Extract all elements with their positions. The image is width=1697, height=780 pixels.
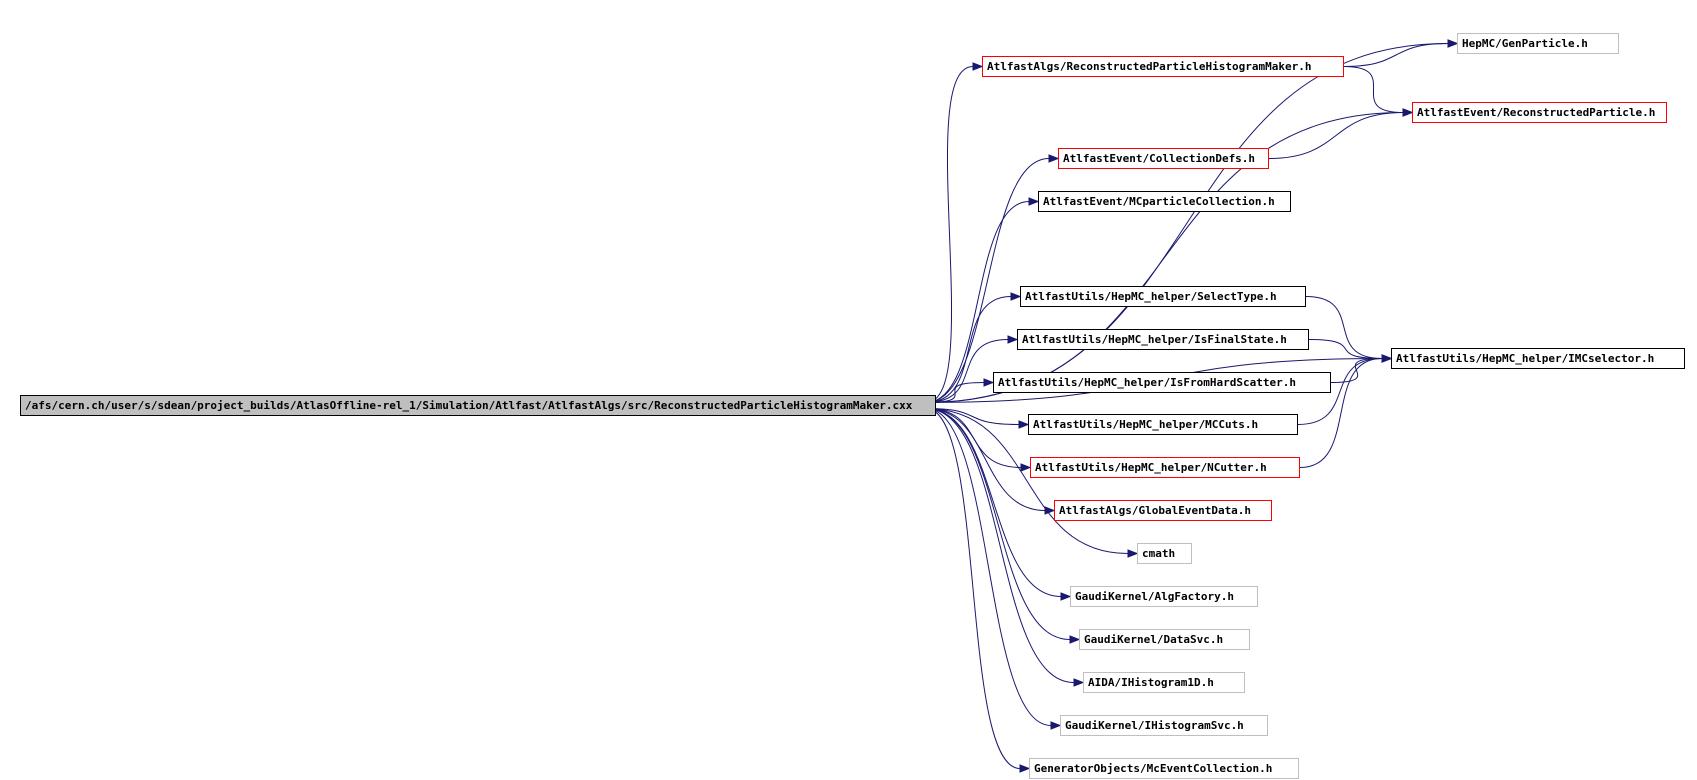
arrowhead-root-to-seltype	[1010, 292, 1022, 301]
arrowhead-root-to-cmath	[1127, 549, 1139, 558]
arrowhead-root-to-ihistsvc	[1050, 721, 1062, 730]
edge-ishard-to-imcsel	[1330, 358, 1383, 383]
arrowhead-colldefs-to-recpart	[1402, 108, 1414, 117]
arrowhead-root-to-isfinal	[1007, 335, 1019, 344]
node-is-final-state[interactable]: AtlfastUtils/HepMC_helper/IsFinalState.h	[1017, 329, 1309, 350]
edge-seltype-to-imcsel	[1305, 296, 1383, 359]
node-reconstructed-particle[interactable]: AtlfastEvent/ReconstructedParticle.h	[1412, 102, 1667, 123]
root-file-node[interactable]: /afs/cern.ch/user/s/sdean/project_builds…	[20, 395, 936, 416]
arrowhead-root-to-mcpcoll	[1028, 197, 1040, 206]
edge-mccuts-to-imcsel	[1297, 358, 1383, 425]
node-is-from-hard-scatter[interactable]: AtlfastUtils/HepMC_helper/IsFromHardScat…	[993, 372, 1331, 393]
node-select-type[interactable]: AtlfastUtils/HepMC_helper/SelectType.h	[1020, 286, 1306, 307]
node-ncutter[interactable]: AtlfastUtils/HepMC_helper/NCutter.h	[1030, 457, 1300, 478]
arrowhead-root-to-globalevt	[1044, 506, 1056, 515]
node-collection-defs[interactable]: AtlfastEvent/CollectionDefs.h	[1058, 148, 1269, 169]
node-cmath[interactable]: cmath	[1137, 543, 1192, 564]
edge-root-to-colldefs	[925, 158, 1050, 403]
node-ihistogram-svc[interactable]: GaudiKernel/IHistogramSvc.h	[1060, 715, 1268, 736]
arrowhead-rphm-to-genparticle	[1447, 39, 1459, 48]
edge-root-to-isfinal	[925, 339, 1009, 403]
arrowhead-root-to-mccuts	[1018, 420, 1030, 429]
edge-root-to-cmath	[925, 408, 1129, 554]
node-imcselector[interactable]: AtlfastUtils/HepMC_helper/IMCselector.h	[1391, 348, 1685, 369]
arrowhead-root-to-mcevtcoll	[1019, 764, 1031, 773]
arrowhead-root-to-datasvc	[1069, 635, 1081, 644]
edge-root-to-mccuts	[925, 408, 1020, 425]
edge-colldefs-to-recpart	[1268, 112, 1404, 159]
node-ihistogram1d[interactable]: AIDA/IHistogram1D.h	[1083, 672, 1245, 693]
node-data-svc[interactable]: GaudiKernel/DataSvc.h	[1079, 629, 1250, 650]
arrowhead-root-to-rphm	[972, 62, 984, 71]
edge-root-to-ihistsvc	[925, 408, 1052, 726]
arrowhead-ncutter-to-imcsel	[1381, 354, 1393, 363]
arrowhead-root-to-ishard	[983, 378, 995, 387]
node-mcevent-collection[interactable]: GeneratorObjects/McEventCollection.h	[1029, 758, 1299, 779]
edge-root-to-ishard	[925, 382, 985, 403]
arrowhead-root-to-ihist1d	[1073, 678, 1085, 687]
edge-rphm-to-genparticle	[1343, 43, 1449, 67]
node-mcparticle-collection[interactable]: AtlfastEvent/MCparticleCollection.h	[1038, 191, 1291, 212]
edge-ncutter-to-imcsel	[1299, 358, 1383, 468]
edge-root-to-seltype	[925, 296, 1012, 403]
node-hepmc-genparticle[interactable]: HepMC/GenParticle.h	[1457, 33, 1619, 54]
edge-root-to-globalevt	[925, 408, 1046, 511]
edge-root-to-mcevtcoll	[925, 408, 1021, 769]
arrowhead-root-to-colldefs	[1048, 154, 1060, 163]
node-alg-factory[interactable]: GaudiKernel/AlgFactory.h	[1070, 586, 1258, 607]
arrowhead-root-to-algfactory	[1060, 592, 1072, 601]
node-reconstructed-particle-histogram-maker-h[interactable]: AtlfastAlgs/ReconstructedParticleHistogr…	[982, 56, 1344, 77]
arrowhead-root-to-ncutter	[1020, 463, 1032, 472]
edge-root-to-mcpcoll	[925, 201, 1030, 403]
node-global-event-data[interactable]: AtlfastAlgs/GlobalEventData.h	[1054, 500, 1272, 521]
edge-root-to-ihist1d	[925, 408, 1075, 683]
edge-root-to-datasvc	[925, 408, 1071, 640]
edge-isfinal-to-imcsel	[1308, 339, 1383, 359]
edge-rphm-to-recpart	[1343, 66, 1404, 113]
node-mccuts[interactable]: AtlfastUtils/HepMC_helper/MCCuts.h	[1028, 414, 1298, 435]
edge-root-to-rphm	[925, 66, 974, 403]
